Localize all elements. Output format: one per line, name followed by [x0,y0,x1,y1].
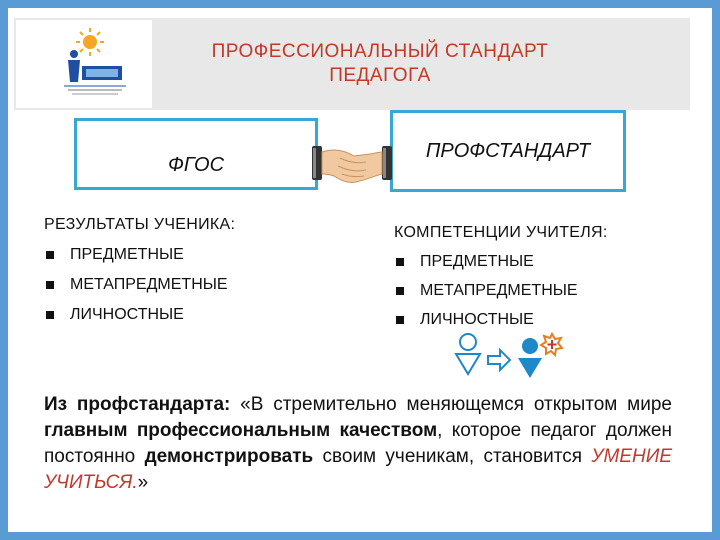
list-item: ПРЕДМЕТНЫЕ [44,240,235,270]
teacher-competencies-list: ПРЕДМЕТНЫЕ МЕТАПРЕДМЕТНЫЕ ЛИЧНОСТНЫЕ [394,247,608,334]
list-item: ПРЕДМЕТНЫЕ [394,247,608,276]
bullet-icon [396,258,404,266]
student-results-heading: РЕЗУЛЬТАТЫ УЧЕНИКА: [44,216,236,233]
handshake-icon [312,146,392,183]
bullet-icon [396,287,404,295]
profstandard-quote: Из профстандарта: «В стремительно меняющ… [44,394,672,493]
bullet-icon [396,316,404,324]
page-title: ПРОФЕССИОНАЛЬНЫЙ СТАНДАРТ ПЕДАГОГА [150,40,610,88]
quote-accent: УМЕНИЕ УЧИТЬСЯ. [44,446,672,493]
bullet-icon [46,281,54,289]
teacher-competencies-column: КОМПЕТЕНЦИИ УЧИТЕЛЯ: ПРЕДМЕТНЫЕ МЕТАПРЕД… [394,218,608,334]
school-logo-icon [16,20,152,108]
title-line-1: ПРОФЕССИОНАЛЬНЫЙ СТАНДАРТ [211,41,549,62]
bullet-icon [46,311,54,319]
bullet-icon [46,251,54,259]
list-item: МЕТАПРЕДМЕТНЫЕ [394,276,608,305]
list-item: ЛИЧНОСТНЫЕ [394,305,608,334]
teacher-competencies-heading: КОМПЕТЕНЦИИ УЧИТЕЛЯ: [394,224,608,241]
fgos-label: ФГОС [167,153,225,176]
profstandard-box: ПРОФСТАНДАРТ [390,110,626,192]
student-results-list: ПРЕДМЕТНЫЕ МЕТАПРЕДМЕТНЫЕ ЛИЧНОСТНЫЕ [44,240,235,330]
fgos-box: ФГОС [74,118,318,190]
quote-lead: Из профстандарта: [44,394,231,415]
student-results-column: РЕЗУЛЬТАТЫ УЧЕНИКА: ПРЕДМЕТНЫЕ МЕТАПРЕДМ… [44,210,235,330]
list-item: МЕТАПРЕДМЕТНЫЕ [44,270,235,300]
list-item: ЛИЧНОСТНЫЕ [44,300,235,330]
title-line-2: ПЕДАГОГА [329,65,431,86]
person-growth-icon [454,331,564,378]
profstandard-label: ПРОФСТАНДАРТ [425,139,591,162]
